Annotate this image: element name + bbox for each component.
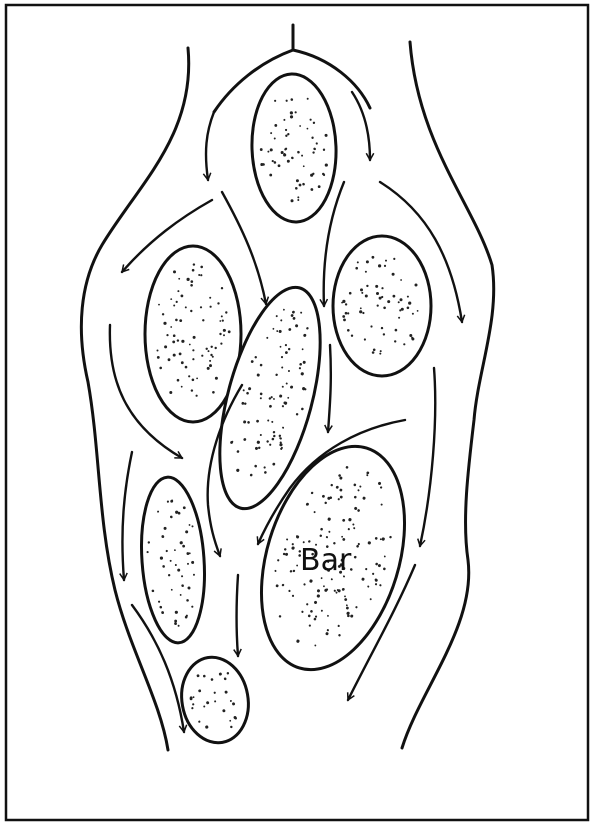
- flow-arrow: [237, 575, 239, 656]
- flow-arrow: [420, 368, 435, 546]
- bar-bottom-small: [175, 652, 255, 748]
- bar-top: [249, 73, 338, 224]
- right-channel-bank: [402, 42, 494, 748]
- flow-arrow: [206, 112, 214, 180]
- flow-arrow: [328, 345, 331, 432]
- bar-lower-left: [136, 475, 209, 645]
- bar-label: Bar: [300, 543, 352, 578]
- flow-arrow: [122, 452, 132, 580]
- bar-upper-right: [333, 236, 431, 376]
